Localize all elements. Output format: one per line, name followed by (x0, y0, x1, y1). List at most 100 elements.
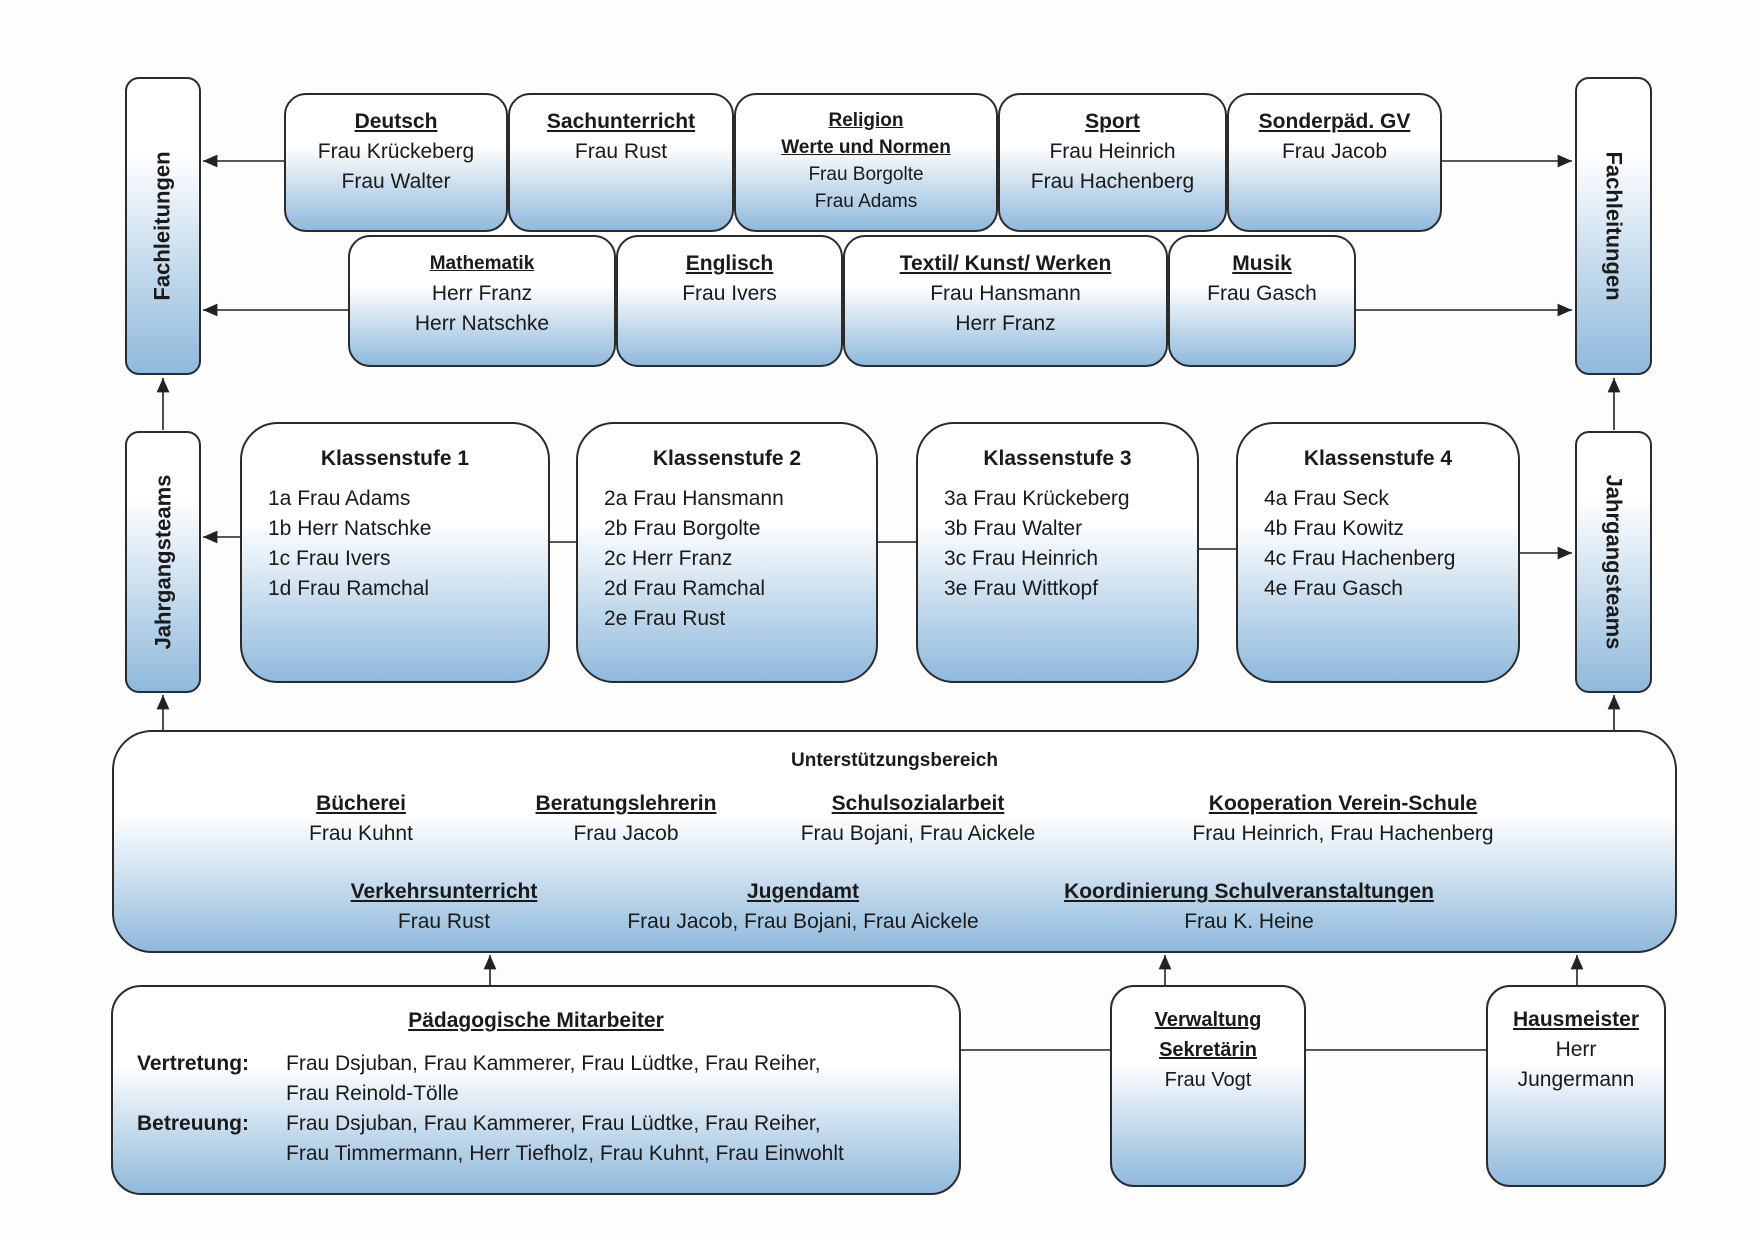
support-item-kooperation: Kooperation Verein-Schule Frau Heinrich,… (1192, 789, 1493, 849)
class-entry: 1c Frau Ivers (268, 547, 391, 570)
subject-deutsch: Deutsch Frau Krückeberg Frau Walter (284, 93, 508, 232)
support-item-title: Beratungslehrerin (535, 792, 717, 815)
support-item-people: Frau Bojani, Frau Aickele (800, 822, 1036, 845)
class-entry: 1d Frau Ramchal (268, 577, 430, 600)
subject-person: Frau Hansmann (930, 282, 1081, 305)
sekretaerin-title: Sekretärin (1159, 1039, 1257, 1061)
fachleitungen-right: Fachleitungen (1575, 77, 1652, 375)
klassenstufe-1: Klassenstufe 1 1a Frau Adams 1b Herr Nat… (240, 422, 550, 683)
subject-person: Herr Franz (955, 312, 1056, 335)
support-item-koordinierung: Koordinierung Schulveranstaltungen Frau … (1064, 877, 1434, 937)
class-entry: 4c Frau Hachenberg (1264, 547, 1456, 570)
klassenstufe-title: Klassenstufe 2 (652, 447, 802, 470)
subject-sachunterricht: Sachunterricht Frau Rust (508, 93, 734, 232)
betreuung-line-2: Frau Timmermann, Herr Tiefholz, Frau Kuh… (286, 1142, 844, 1165)
class-entry: 3a Frau Krückeberg (944, 487, 1130, 510)
class-entry: 2d Frau Ramchal (604, 577, 766, 600)
subject-person: Frau Adams (814, 191, 918, 212)
fachleitungen-left-label: Fachleitungen (150, 151, 175, 301)
subject-title: Musik (1232, 252, 1292, 275)
subject-textil-kunst-werken: Textil/ Kunst/ Werken Frau Hansmann Herr… (843, 235, 1168, 367)
betreuung-line-1: Frau Dsjuban, Frau Kammerer, Frau Lüdtke… (286, 1112, 821, 1135)
subject-person: Frau Borgolte (808, 164, 924, 185)
support-item-buecherei: Bücherei Frau Kuhnt (309, 789, 413, 849)
subject-person: Frau Rust (574, 140, 668, 163)
support-item-people: Frau Jacob (573, 822, 679, 845)
vertretung-line-1: Frau Dsjuban, Frau Kammerer, Frau Lüdtke… (286, 1052, 821, 1075)
klassenstufe-title: Klassenstufe 3 (983, 447, 1132, 470)
subject-person: Frau Gasch (1207, 282, 1317, 305)
jahrgangsteams-left: Jahrgangsteams (125, 431, 201, 693)
support-item-people: Frau Kuhnt (309, 822, 413, 845)
subject-person: Herr Franz (431, 282, 533, 305)
klassenstufe-title: Klassenstufe 4 (1303, 447, 1453, 470)
verwaltung-title: Verwaltung (1154, 1009, 1262, 1031)
subject-sport: Sport Frau Heinrich Frau Hachenberg (998, 93, 1227, 232)
fachleitungen-left: Fachleitungen (125, 77, 201, 375)
subject-title: Englisch (685, 252, 774, 275)
support-item-schulsozialarbeit: Schulsozialarbeit Frau Bojani, Frau Aick… (801, 789, 1036, 849)
vertretung-label: Vertretung: (137, 1052, 250, 1075)
support-item-title: Schulsozialarbeit (831, 792, 1005, 815)
class-entry: 4e Frau Gasch (1264, 577, 1403, 600)
verwaltung-box: Verwaltung Sekretärin Frau Vogt (1110, 985, 1306, 1187)
hausmeister-line-1: Herr (1555, 1038, 1597, 1061)
subject-title: Textil/ Kunst/ Werken (899, 252, 1112, 275)
subject-sonderpaed: Sonderpäd. GV Frau Jacob (1227, 93, 1442, 232)
subject-title-2: Werte und Normen (781, 137, 951, 158)
klassenstufe-2: Klassenstufe 2 2a Frau Hansmann 2b Frau … (576, 422, 878, 683)
class-entry: 2e Frau Rust (604, 607, 726, 630)
hausmeister-title: Hausmeister (1512, 1008, 1640, 1031)
support-area: Unterstützungsbereich Bücherei Frau Kuhn… (112, 730, 1677, 953)
paedagogische-mitarbeiter: Pädagogische Mitarbeiter Vertretung: Fra… (111, 985, 961, 1195)
support-item-people: Frau K. Heine (1184, 910, 1314, 933)
support-item-title: Verkehrsunterricht (350, 880, 538, 903)
klassenstufe-4: Klassenstufe 4 4a Frau Seck 4b Frau Kowi… (1236, 422, 1520, 683)
support-item-people: Frau Rust (397, 910, 491, 933)
subject-englisch: Englisch Frau Ivers (616, 235, 843, 367)
support-item-people: Frau Jacob, Frau Bojani, Frau Aickele (627, 910, 979, 933)
klassenstufe-3: Klassenstufe 3 3a Frau Krückeberg 3b Fra… (916, 422, 1199, 683)
subject-person: Frau Heinrich (1049, 140, 1176, 163)
support-item-title: Jugendamt (746, 880, 859, 903)
subject-person: Frau Jacob (1281, 140, 1388, 163)
subject-title: Sport (1085, 110, 1140, 133)
jahrgangsteams-right: Jahrgangsteams (1575, 431, 1652, 693)
betreuung-label: Betreuung: (137, 1112, 249, 1135)
support-title: Unterstützungsbereich (791, 750, 998, 771)
class-entry: 4a Frau Seck (1264, 487, 1389, 510)
subject-title: Deutsch (354, 110, 438, 133)
subject-musik: Musik Frau Gasch (1168, 235, 1356, 367)
subject-title: Sachunterricht (546, 110, 696, 133)
subject-mathematik: Mathematik Herr Franz Herr Natschke (348, 235, 616, 367)
subject-person: Frau Hachenberg (1030, 170, 1195, 193)
vertretung-line-2: Frau Reinold-Tölle (286, 1082, 459, 1105)
support-item-title: Bücherei (316, 792, 406, 815)
support-item-beratungslehrerin: Beratungslehrerin Frau Jacob (536, 789, 717, 849)
klassenstufe-title: Klassenstufe 1 (320, 447, 470, 470)
subject-religion: Religion Werte und Normen Frau Borgolte … (734, 93, 998, 232)
jahrgangsteams-left-label: Jahrgangsteams (150, 474, 176, 650)
paed-title: Pädagogische Mitarbeiter (408, 1009, 664, 1032)
support-item-jugendamt: Jugendamt Frau Jacob, Frau Bojani, Frau … (627, 877, 978, 937)
class-entry: 3e Frau Wittkopf (944, 577, 1099, 600)
subject-person: Frau Krückeberg (317, 140, 475, 163)
class-entry: 2b Frau Borgolte (604, 517, 761, 540)
hausmeister-box: Hausmeister Herr Jungermann (1486, 985, 1666, 1187)
subject-title: Sonderpäd. GV (1258, 110, 1411, 133)
class-entry: 4b Frau Kowitz (1264, 517, 1405, 540)
class-entry: 1b Herr Natschke (268, 517, 432, 540)
subject-person: Frau Ivers (682, 282, 777, 305)
subject-title: Religion (828, 110, 904, 131)
class-entry: 3c Frau Heinrich (944, 547, 1099, 570)
subject-person: Frau Walter (341, 170, 451, 193)
class-entry: 1a Frau Adams (268, 487, 411, 510)
support-item-people: Frau Heinrich, Frau Hachenberg (1192, 822, 1494, 845)
support-item-title: Koordinierung Schulveranstaltungen (1064, 880, 1434, 903)
fachleitungen-right-label: Fachleitungen (1601, 151, 1627, 301)
class-entry: 2a Frau Hansmann (604, 487, 784, 510)
jahrgangsteams-right-label: Jahrgangsteams (1601, 474, 1627, 650)
hausmeister-line-2: Jungermann (1517, 1068, 1635, 1091)
verwaltung-person: Frau Vogt (1164, 1069, 1252, 1091)
